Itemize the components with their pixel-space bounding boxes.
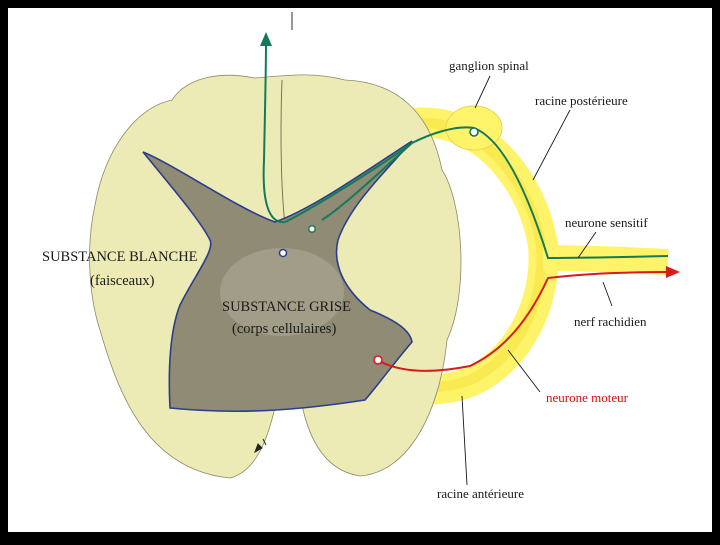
label-posterior-root: racine postérieure (535, 93, 628, 108)
small-mark-icon (254, 438, 267, 454)
leader-anterior-root (461, 395, 468, 486)
leader-ganglion (474, 75, 491, 109)
sensory-neuron-path (260, 32, 669, 260)
sensory-cell-body (469, 127, 479, 137)
motor-cell-body (373, 355, 383, 365)
label-anterior-root: racine antérieure (437, 486, 524, 501)
right-arrow-icon (666, 266, 680, 278)
motor-neuron-path (373, 266, 680, 372)
nerve-roots (385, 105, 669, 405)
motor-axon (378, 271, 669, 372)
sensory-synapse (308, 225, 316, 233)
grey-matter-title: SUBSTANCE GRISE (222, 299, 351, 315)
interneuron-cell-body (278, 248, 288, 258)
up-arrow-icon (260, 32, 272, 46)
white-matter-subtitle: (faisceaux) (90, 273, 155, 289)
grey-matter-highlight (220, 248, 344, 336)
leader-posterior-root (532, 109, 571, 181)
label-spinal-ganglion: ganglion spinal (449, 58, 529, 73)
sensory-axon (321, 126, 669, 260)
white-matter-title: SUBSTANCE BLANCHE (42, 249, 198, 265)
grey-matter-subtitle: (corps cellulaires) (232, 321, 336, 337)
posterior-median-sulcus (280, 79, 286, 226)
leader-sensory (577, 231, 597, 259)
leader-nerve (602, 281, 613, 307)
leader-motor (507, 349, 541, 393)
leader-lines (291, 12, 613, 486)
label-sensory-neuron: neurone sensitif (565, 215, 648, 230)
label-motor-neuron: neurone moteur (546, 390, 629, 405)
grey-matter (142, 140, 413, 413)
ascending-branch (262, 41, 413, 224)
label-spinal-nerve: nerf rachidien (574, 314, 647, 329)
